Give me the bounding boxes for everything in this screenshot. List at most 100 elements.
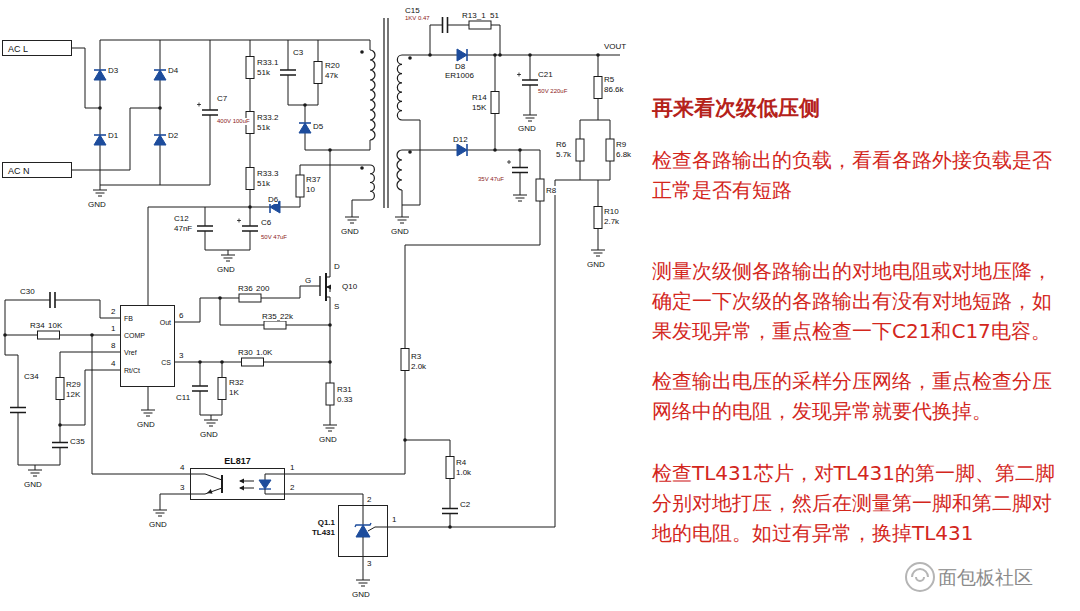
resistor-symbol	[239, 294, 261, 302]
part-label: GND	[24, 480, 42, 489]
diode-symbol	[154, 70, 166, 80]
wire	[160, 40, 161, 185]
watermark: 面包板社区	[938, 565, 1033, 589]
diode-body	[457, 144, 467, 156]
capacitor-symbol	[242, 226, 258, 231]
part-label: 2.0k	[411, 362, 426, 371]
wire	[60, 335, 93, 336]
part-label: GND	[88, 200, 106, 209]
wire	[540, 150, 541, 179]
ground-symbol	[345, 212, 359, 223]
wire	[495, 55, 496, 92]
diode-bar	[94, 69, 106, 71]
junction-dot	[220, 360, 224, 364]
part-label: 6	[179, 311, 183, 320]
wire	[190, 474, 222, 480]
junction-dot	[408, 56, 412, 60]
part-label: 10K	[48, 321, 62, 330]
wire	[330, 368, 331, 383]
part-label: 15K	[472, 103, 486, 112]
winding-symbol	[397, 55, 402, 120]
arrow-head	[239, 479, 244, 484]
part-label: 2	[111, 307, 115, 316]
part-label: C34	[24, 372, 39, 381]
part-label: Q10	[342, 282, 357, 291]
part-label: GND	[341, 227, 359, 236]
node-label: FB	[124, 315, 133, 323]
junction-dot	[360, 166, 364, 170]
wire	[148, 207, 300, 305]
part-label: 12K	[66, 390, 80, 399]
part-label: 2	[367, 495, 371, 504]
part-label: R29	[66, 380, 81, 389]
wire	[580, 120, 581, 139]
wire	[60, 425, 61, 443]
terminal-box: AC N	[2, 162, 72, 178]
resistor-symbol	[594, 77, 602, 99]
note-paragraph: 检查TL431芯片，对TL431的第一脚、第二脚分别对地打压，然后在测量第一脚和…	[652, 458, 1067, 548]
part-label: R33.1	[257, 58, 278, 67]
node-label: Q1.1 TL431	[299, 518, 335, 538]
capacitor-symbol	[522, 80, 538, 85]
wire	[160, 494, 190, 505]
part-label: R32	[229, 378, 244, 387]
wire	[264, 362, 331, 363]
diode-symbol	[94, 135, 106, 145]
wire	[450, 440, 451, 457]
wire	[210, 115, 211, 185]
resistor-symbol	[246, 57, 254, 79]
wire	[326, 297, 330, 368]
part-label: C15	[405, 6, 420, 15]
part-label: R33.2	[257, 113, 278, 122]
part-label: 200	[256, 284, 269, 293]
part-label: 4	[180, 463, 184, 472]
terminal-box: AC L	[2, 40, 72, 56]
resistor-symbol	[326, 383, 334, 405]
wire	[250, 134, 251, 151]
wire	[250, 150, 251, 168]
wire	[430, 25, 431, 55]
junction-dot	[448, 525, 452, 529]
part-label: 0.33	[337, 395, 353, 404]
wire	[205, 207, 206, 226]
part-label: 1	[392, 515, 396, 524]
diode-bar	[466, 144, 468, 156]
part-label: D3	[108, 66, 118, 75]
rating-label: 1KV 0.47	[405, 15, 430, 22]
node-label: Out	[160, 319, 171, 327]
diode-body	[299, 123, 311, 133]
part-label: C3	[293, 48, 303, 57]
junction-dot	[528, 53, 532, 57]
junction-dot	[98, 106, 102, 110]
node-label: AC N	[8, 166, 30, 176]
resistor-symbol	[242, 358, 264, 366]
wire	[222, 400, 223, 416]
part-label: S	[334, 302, 339, 311]
node-label: Vref	[124, 349, 137, 357]
note-paragraph: 检查各路输出的负载，看看各路外接负载是否正常是否有短路	[652, 145, 1067, 205]
part-label: R9	[616, 140, 626, 149]
diode-symbol	[94, 70, 106, 80]
wire	[491, 25, 500, 26]
part-label: ER1006	[445, 71, 474, 80]
diode-body	[154, 135, 166, 145]
diode-symbol	[457, 144, 467, 156]
part-label: D8	[455, 62, 465, 71]
node-label: CS	[161, 359, 171, 367]
wire	[495, 114, 496, 151]
junction-dot	[158, 106, 162, 110]
part-label: GND	[137, 420, 155, 429]
part-label: 51k	[257, 68, 270, 77]
part-label: 51	[490, 11, 499, 20]
junction-dot	[428, 53, 432, 57]
part-label: C30	[20, 287, 35, 296]
part-label: 1.0k	[456, 468, 471, 477]
part-label: D4	[168, 66, 178, 75]
part-label: 5.7k	[556, 150, 571, 159]
wire	[18, 413, 19, 466]
diode-bar	[154, 69, 166, 71]
capacitor-symbol	[10, 408, 26, 413]
part-label: R31	[337, 385, 352, 394]
part-label: 4	[111, 359, 115, 368]
wire	[610, 161, 611, 180]
